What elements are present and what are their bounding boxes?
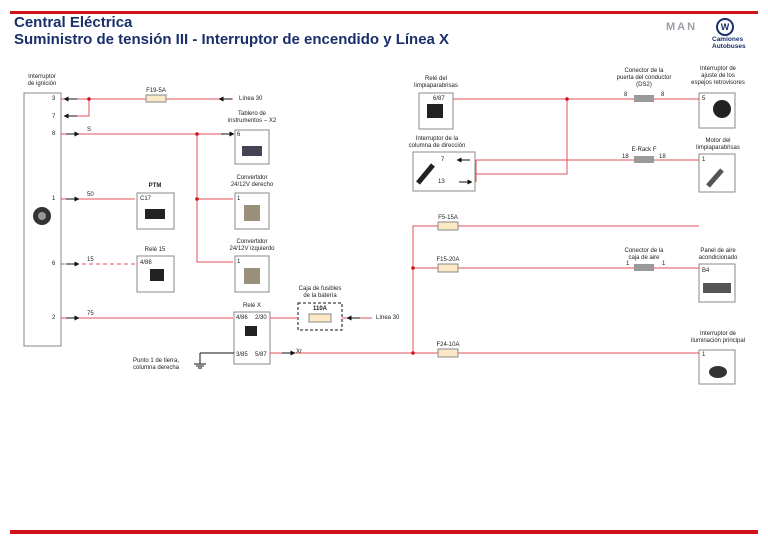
wire-s-label: S: [87, 127, 92, 133]
conv-izq-box: [234, 255, 270, 293]
wire-75-label: 75: [87, 311, 94, 317]
conv-der-pin: 1: [237, 196, 241, 202]
ign-pin-3: 3: [52, 96, 56, 102]
mirror-switch-icon: [713, 100, 731, 118]
ground-icon: [194, 353, 206, 369]
linea30b-label: Línea 30: [376, 315, 400, 321]
col-dir-pin-7: 7: [441, 157, 445, 163]
arrows: [63, 96, 473, 356]
converter-icon: [244, 205, 260, 221]
panel-aire-pin: B4: [702, 268, 710, 274]
relex-pin-1: 4/86: [236, 315, 248, 321]
brand-name: MAN: [666, 21, 698, 33]
tablero-pin: 6: [237, 132, 241, 138]
col-dir-pin-13: 13: [438, 179, 445, 185]
top-red-bar: [10, 11, 758, 14]
relex-pin-3: 3/85: [236, 352, 248, 358]
wires: [61, 98, 699, 354]
page-title: Central Eléctrica: [14, 14, 133, 31]
connector-erack: [634, 156, 654, 163]
fuse-f19: [145, 94, 167, 103]
fuse-110a-label: 110A: [312, 306, 328, 312]
wire-15-label: 15: [87, 257, 94, 263]
ds2-pin-left: 8: [624, 92, 628, 98]
ign-pin-6: 6: [52, 261, 56, 267]
ign-pin-1: 1: [52, 196, 56, 202]
ptm-pin: C17: [140, 196, 152, 202]
relex-pin-2: 2/30: [255, 315, 267, 321]
motor-pin: 1: [702, 157, 706, 163]
col-dir-box: [412, 151, 476, 192]
espejos-pin: 5: [702, 96, 706, 102]
erack-pin-right: 18: [659, 154, 666, 160]
relex-title: Relé X: [242, 303, 262, 309]
wire-xr-label: Xr: [296, 349, 302, 355]
ptm-title: PTM: [148, 183, 162, 189]
vw-logo-icon: W: [716, 18, 734, 36]
page-subtitle: Suministro de tensión III - Interruptor …: [14, 31, 450, 48]
rele15-box: [136, 255, 175, 293]
ground-label: Punto 1 de tierra,columna derecha: [132, 358, 180, 371]
fuse-f19-label: F19-5A: [146, 88, 166, 94]
ds2-pin-right: 8: [661, 92, 665, 98]
erack-pin-left: 18: [622, 154, 629, 160]
relay-icon: [427, 104, 443, 118]
fuse-110a: [308, 313, 332, 323]
erack-title: E-Rack F: [631, 147, 657, 153]
rele15-pin: 4/86: [140, 260, 152, 266]
fuse-f24-label: F24-10A: [436, 342, 460, 348]
fuse-f15-label: F15-20A: [436, 257, 460, 263]
ign-pin-7: 7: [52, 114, 56, 120]
stalk-icon: [416, 163, 435, 185]
converter-icon: [244, 268, 260, 284]
caja-aire-pin-right: 1: [662, 261, 666, 267]
caja-aire-pin-left: 1: [626, 261, 630, 267]
relay-icon: [245, 326, 257, 336]
cluster-icon: [242, 146, 262, 156]
relex-pin-4: 5/87: [255, 352, 267, 358]
motor-box: [698, 153, 736, 193]
conv-izq-pin: 1: [237, 259, 241, 265]
wiper-motor-icon: [706, 168, 724, 188]
junction-dots: [87, 97, 569, 355]
wire-50-label: 50: [87, 192, 94, 198]
ign-pin-2: 2: [52, 315, 56, 321]
relex-box: [233, 311, 271, 365]
fuse-f24: [437, 348, 459, 358]
ilum-pin: 1: [702, 352, 706, 358]
ac-panel-icon: [703, 283, 731, 293]
rele-limpia-pin: 6/87: [433, 96, 445, 102]
fuse-f15: [437, 263, 459, 273]
linea30-label: Línea 30: [239, 96, 263, 102]
ptm-icon: [145, 209, 165, 219]
bottom-red-bar: [10, 530, 758, 534]
rele15-title: Relé 15: [144, 247, 166, 253]
light-switch-icon: [709, 366, 727, 378]
relay-icon: [150, 269, 164, 281]
connector-caja-aire: [634, 264, 654, 271]
connector-ds2: [634, 95, 654, 102]
fuse-f5: [437, 221, 459, 231]
fuse-f5-label: F5-15A: [438, 215, 458, 221]
ign-pin-8: 8: [52, 131, 56, 137]
